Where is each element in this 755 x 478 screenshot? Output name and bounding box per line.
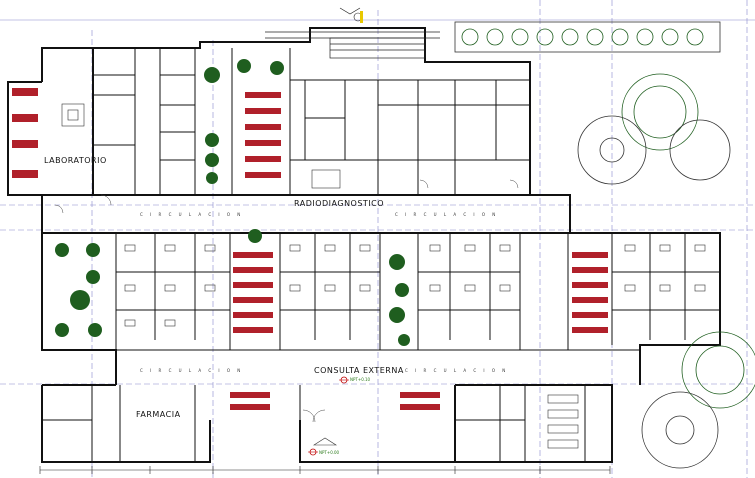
label-farmacia: FARMACIA [136,410,181,419]
north-marker-icon [353,11,363,23]
level-label: NPT+0.00 [319,450,340,455]
level-marker-icons [308,376,349,456]
office-furniture [61,103,706,449]
label-laboratorio: LABORATORIO [44,156,107,165]
door-swings [54,179,519,423]
bed-rows [12,88,608,410]
label-circulacion: C I R C U L A C I O N [140,368,244,373]
label-circulacion: C I R C U L A C I O N [395,212,499,217]
label-consulta-externa: CONSULTA EXTERNA [314,366,404,375]
label-circulacion: C I R C U L A C I O N [140,212,244,217]
interior-walls [42,48,720,462]
label-circulacion: C I R C U L A C I O N [405,368,509,373]
level-label: NPT+0.10 [350,377,371,382]
exterior-walls [7,27,721,463]
access-ramp [265,7,440,59]
dimension-line [39,466,611,474]
label-radiodiagnostico: RADIODIAGNOSTICO [294,199,385,208]
hedge-row [454,21,721,53]
landscape-trees [577,73,755,469]
interior-plants [55,59,410,346]
